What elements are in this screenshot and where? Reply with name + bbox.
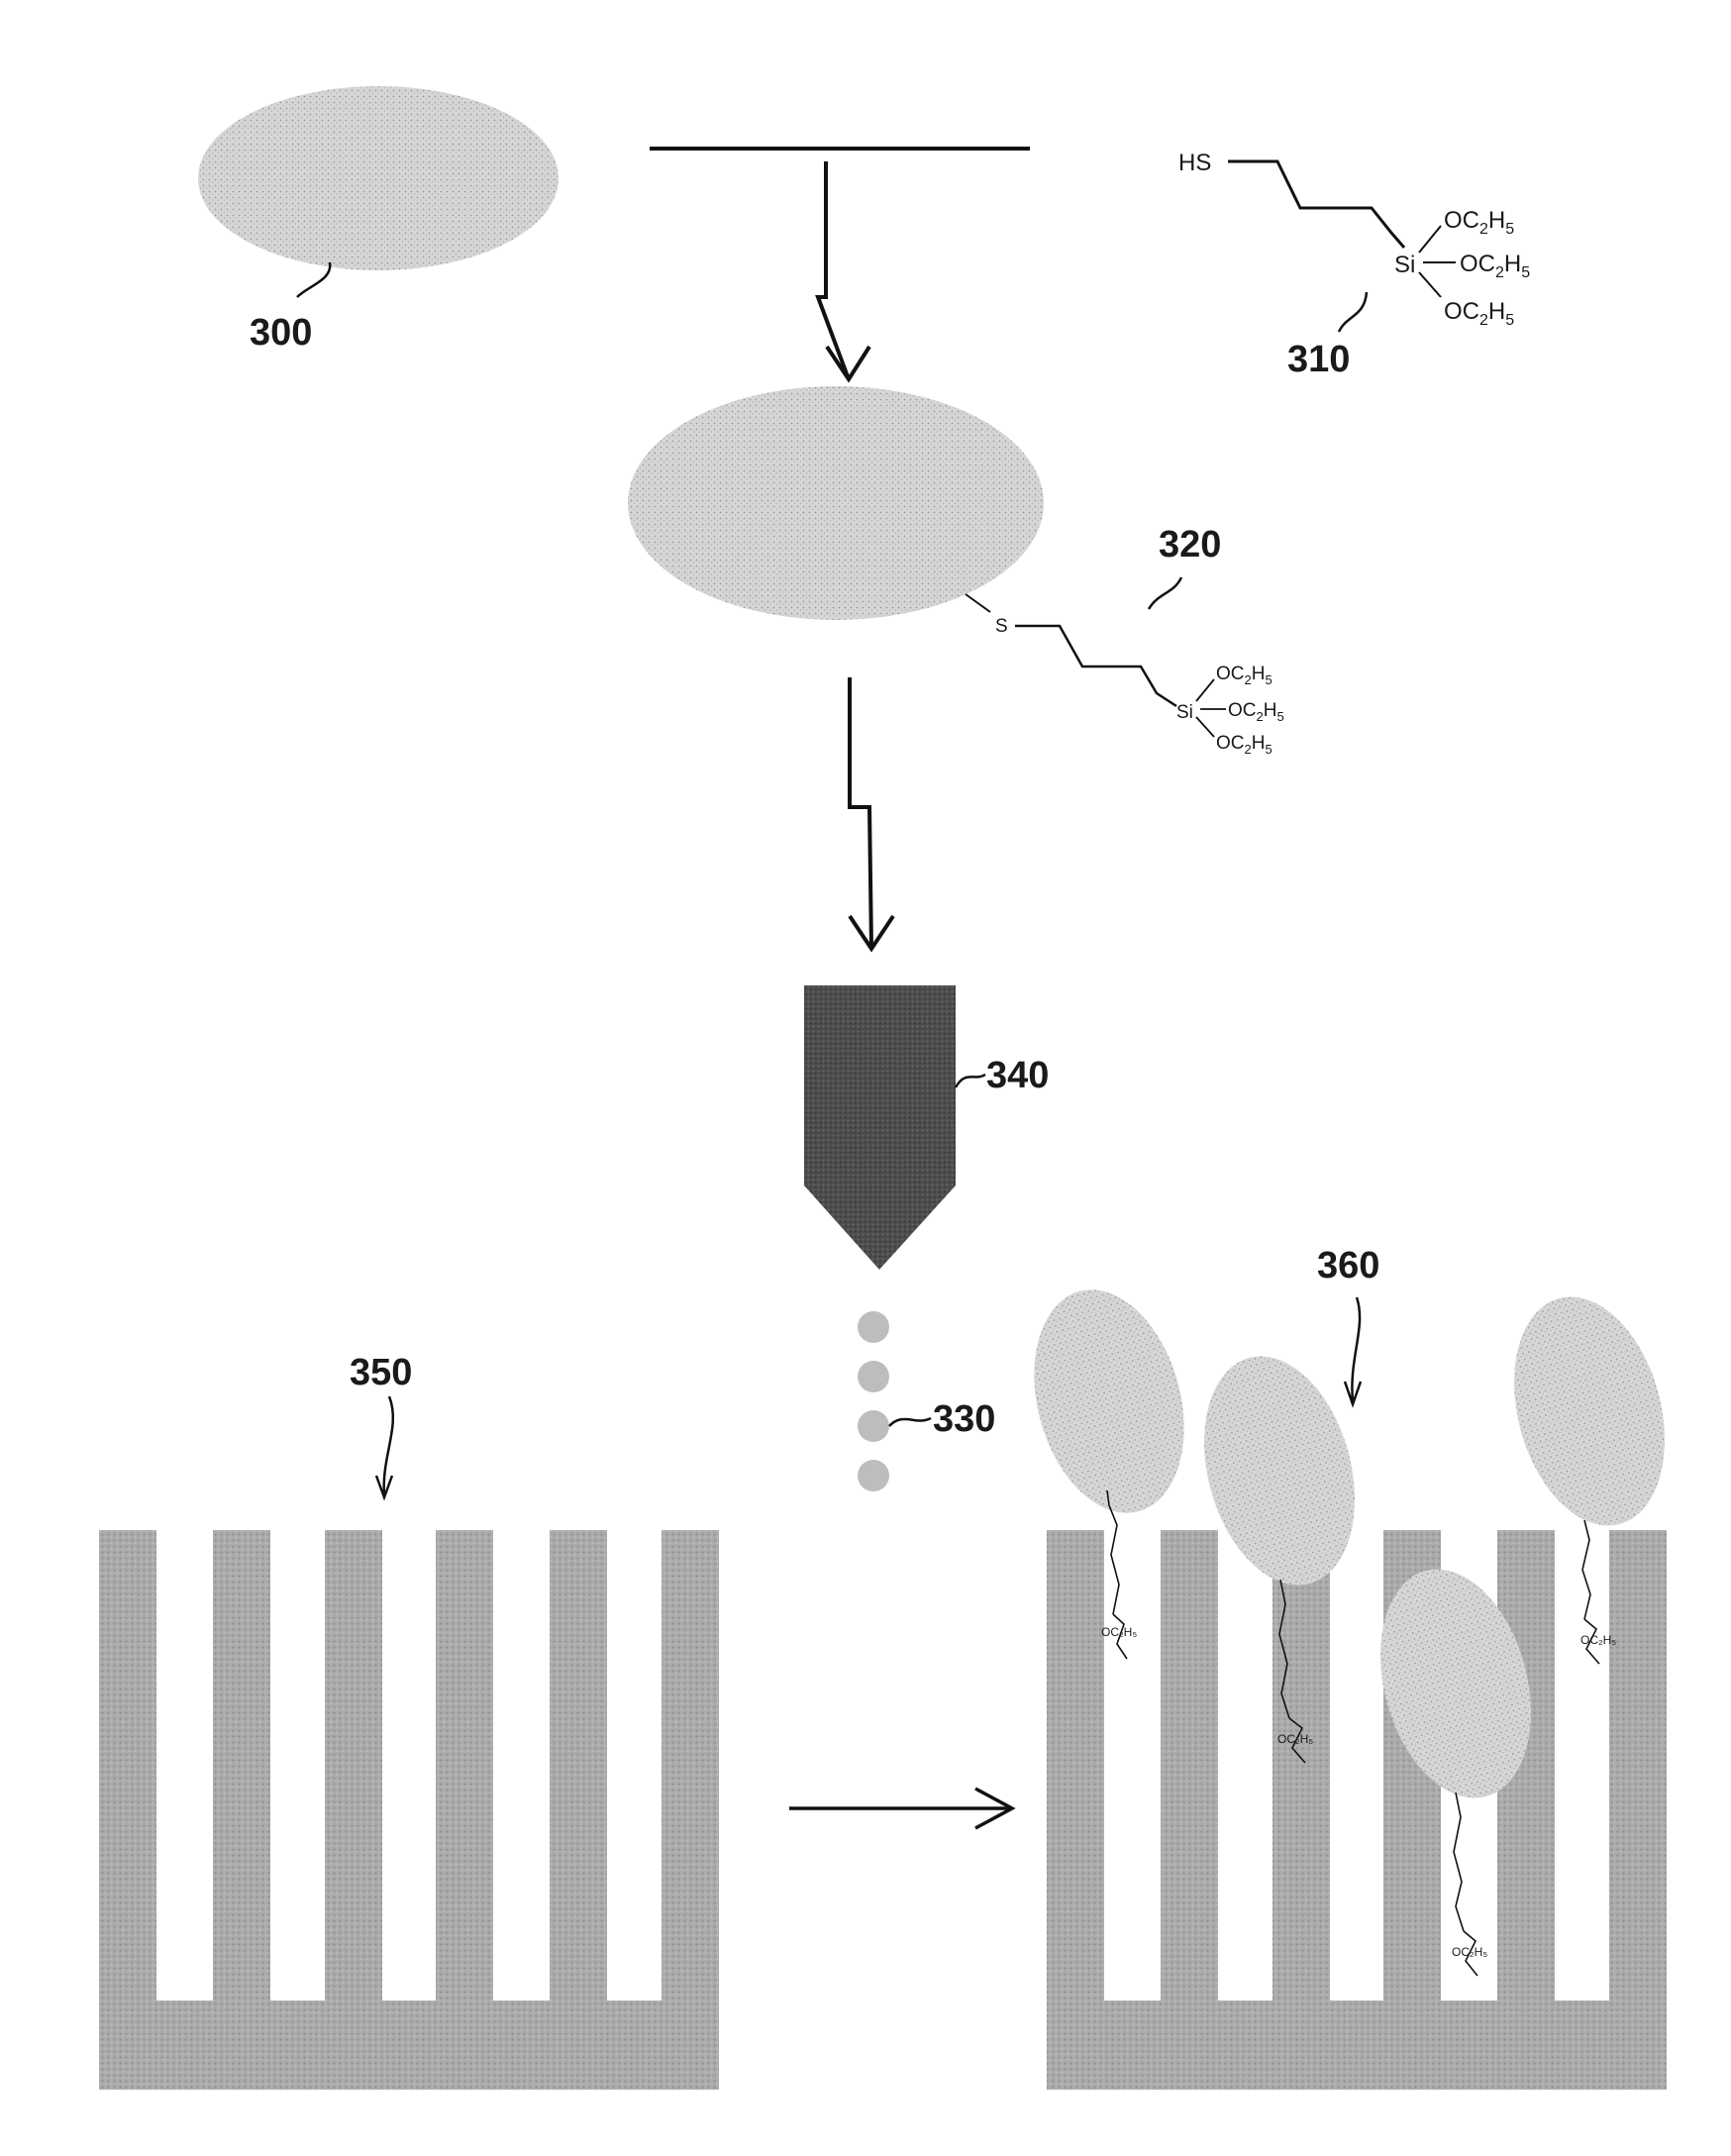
svg-text:OC₂H₅: OC₂H₅ [1452,1945,1487,1959]
label-360: 360 [1317,1245,1379,1286]
nanoparticle-300: 300 [198,86,559,354]
svg-text:OC₂H₅: OC₂H₅ [1277,1732,1313,1746]
droplets-330: 330 [858,1311,995,1491]
droplet [858,1460,889,1491]
ethoxy-group-3: OC2H5 [1444,298,1514,329]
coated-substrate-360: OC₂H₅ OC₂H₅ OC₂H₅ OC₂H₅ 360 [1011,1245,1688,2090]
label-300: 300 [250,312,312,354]
label-340: 340 [986,1055,1049,1096]
label-320: 320 [1159,524,1221,565]
reaction-arrow-1 [650,149,1030,379]
svg-text:OC2H5: OC2H5 [1216,733,1273,757]
attached-particle [1011,1273,1208,1529]
spray-nozzle-340: 340 [804,985,1049,1270]
droplet [858,1361,889,1392]
transfer-arrow [789,1789,1012,1828]
attached-particle [1490,1280,1688,1542]
svg-text:OC2H5: OC2H5 [1444,298,1514,329]
reaction-arrow-2 [850,677,893,949]
svg-text:OC₂H₅: OC₂H₅ [1101,1625,1137,1639]
svg-text:OC2H5: OC2H5 [1444,207,1514,238]
modified-particle-320: S Si OC2H5 OC2H5 OC2H5 320 [628,386,1284,757]
silane-molecule-310: HS Si OC2H5 OC2H5 OC2H5 310 [1178,150,1530,380]
ethoxy-group-1: OC2H5 [1444,207,1514,238]
silicon-label-320: Si [1176,702,1193,723]
silicon-label: Si [1394,252,1415,278]
label-310: 310 [1287,339,1350,380]
svg-text:OC2H5: OC2H5 [1228,700,1284,724]
droplet [858,1410,889,1442]
svg-text:OC2H5: OC2H5 [1216,664,1273,687]
sulfur-label: S [995,616,1008,637]
label-330: 330 [933,1398,995,1440]
ethoxy-group-2: OC2H5 [1460,251,1530,281]
label-350: 350 [350,1352,412,1393]
thiol-group-label: HS [1178,150,1211,176]
svg-text:OC2H5: OC2H5 [1460,251,1530,281]
svg-text:OC₂H₅: OC₂H₅ [1580,1633,1616,1647]
substrate-350: 350 [99,1352,719,2090]
droplet [858,1311,889,1343]
